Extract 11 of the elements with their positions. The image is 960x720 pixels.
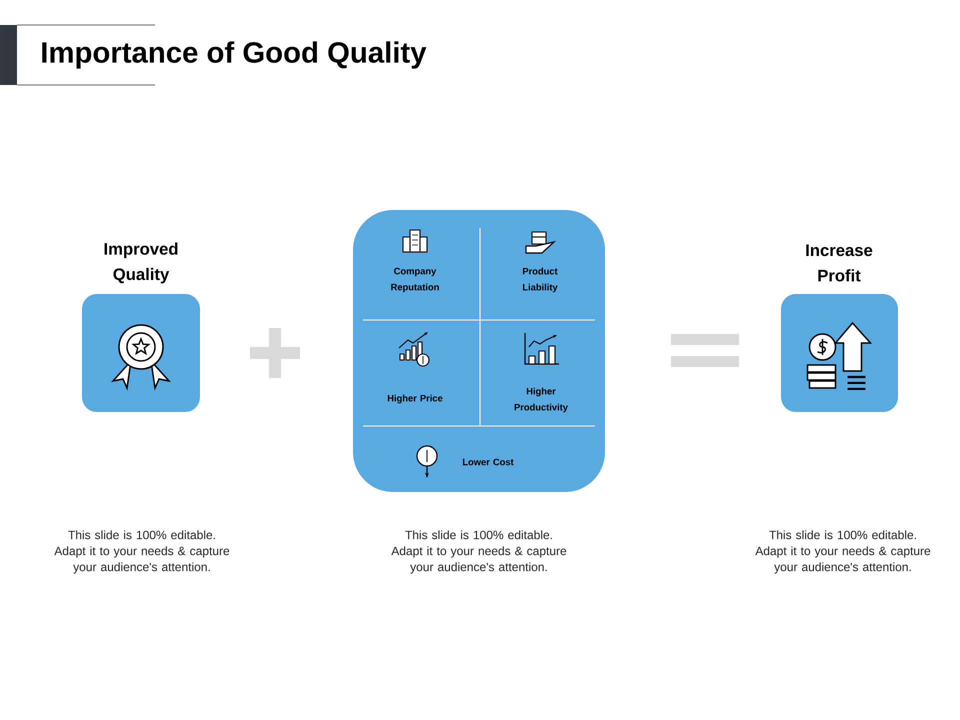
cell-label: Company Reputation [391,268,439,292]
slide-title: Importance of Good Quality [42,41,426,69]
card-heading: Improved Quality [104,242,178,284]
cell-label: Lower Cost [462,458,514,466]
cell-label: Product Liability [523,268,558,292]
description-text: This slide is 100% editable. Adapt it to your needs & capture your audience's attention. [755,530,930,574]
cell-label: Higher Price [388,394,442,404]
description-text: This slide is 100% editable. Adapt it to your needs & capture your audience's attention. [391,530,566,574]
card-heading: Increase Profit [806,244,872,282]
description-text: This slide is 100% editable. Adapt it to your needs & capture your audience's attention. [54,530,230,574]
cell-label: Higher Productivity [514,388,568,412]
